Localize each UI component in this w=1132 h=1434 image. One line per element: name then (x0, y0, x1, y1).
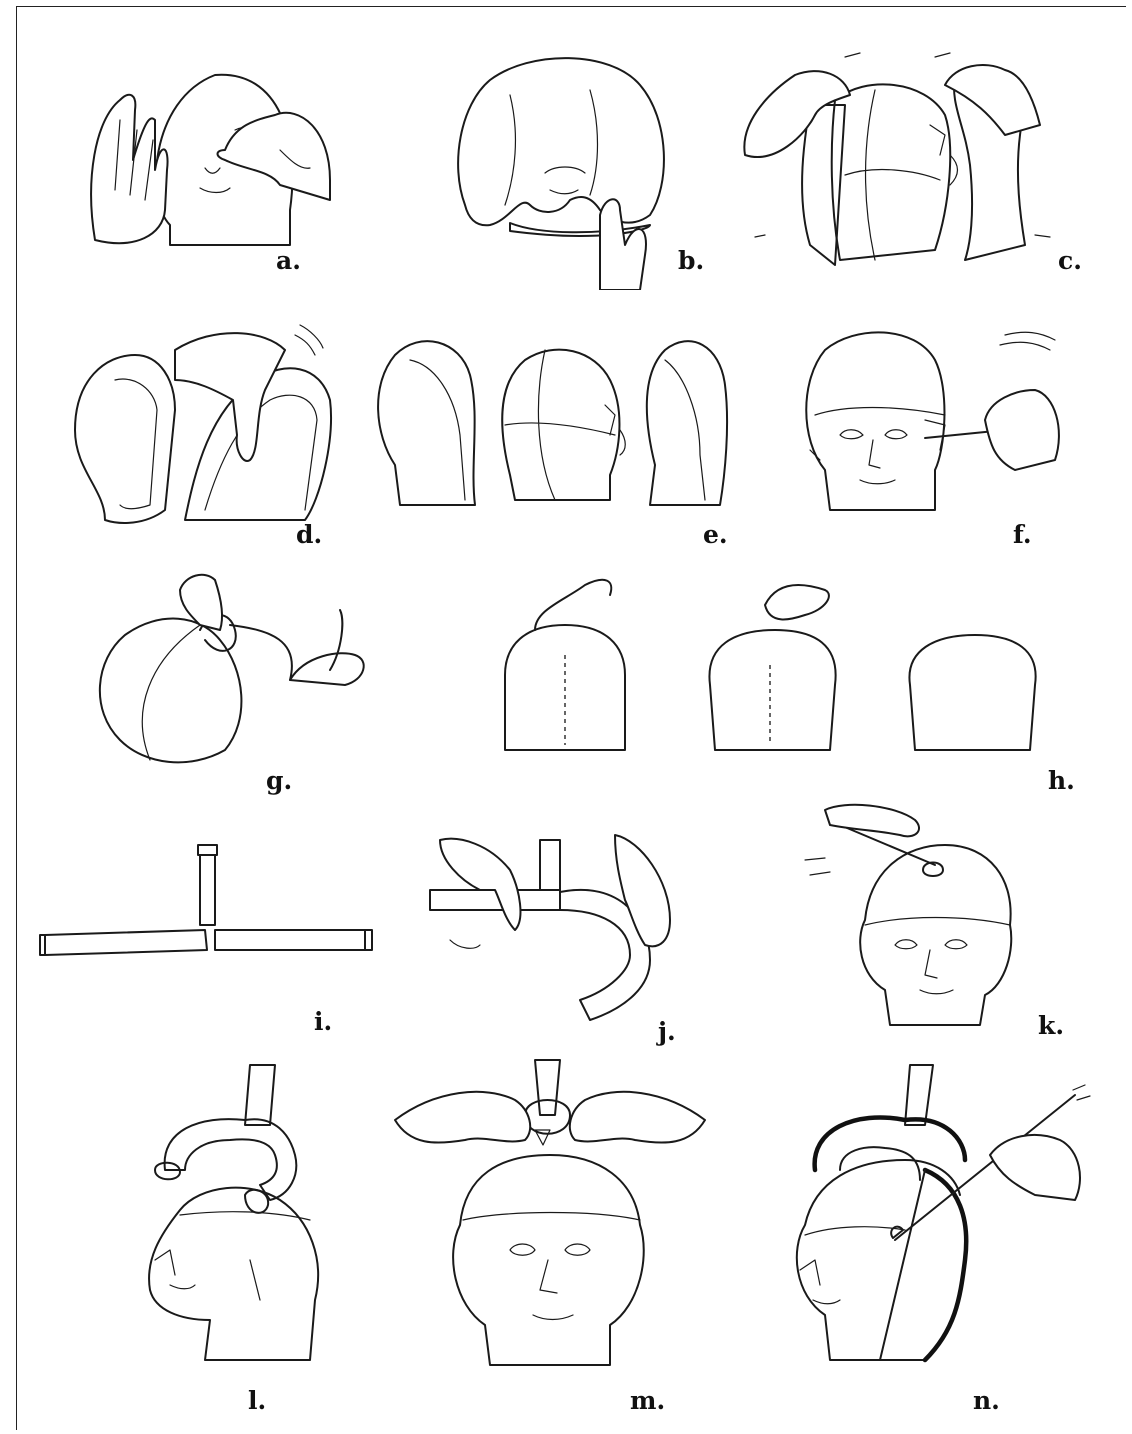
panel-i-label: i. (314, 1009, 332, 1034)
panel-n-label: n. (973, 1388, 1000, 1413)
panel-a-illustration (75, 60, 335, 260)
panel-d-label: d. (296, 522, 322, 547)
panel-f-illustration (785, 320, 1070, 520)
panel-c-label: c. (1058, 248, 1082, 273)
panel-b-illustration (450, 45, 680, 290)
panel-g-label: g. (266, 768, 292, 793)
panel-j-illustration (420, 830, 690, 1025)
panel-l-illustration (100, 1060, 340, 1380)
panel-e-illustration (365, 325, 745, 520)
panel-h-illustration (495, 565, 1055, 785)
panel-a-label: a. (276, 248, 301, 273)
panel-m-label: m. (630, 1388, 665, 1413)
panel-c-illustration (735, 45, 1085, 275)
panel-j-label: j. (658, 1019, 676, 1044)
panel-m-illustration (385, 1055, 715, 1385)
panel-f-label: f. (1013, 522, 1032, 547)
panel-b-label: b. (678, 248, 704, 273)
panel-k-illustration (785, 800, 1070, 1030)
panel-d-illustration (65, 320, 360, 530)
panel-g-illustration (90, 570, 390, 770)
panel-l-label: l. (248, 1388, 266, 1413)
panel-k-label: k. (1038, 1013, 1064, 1038)
panel-e-label: e. (703, 522, 728, 547)
panel-h-label: h. (1048, 768, 1075, 793)
panel-n-illustration (775, 1060, 1095, 1380)
panel-i-illustration (35, 840, 380, 990)
